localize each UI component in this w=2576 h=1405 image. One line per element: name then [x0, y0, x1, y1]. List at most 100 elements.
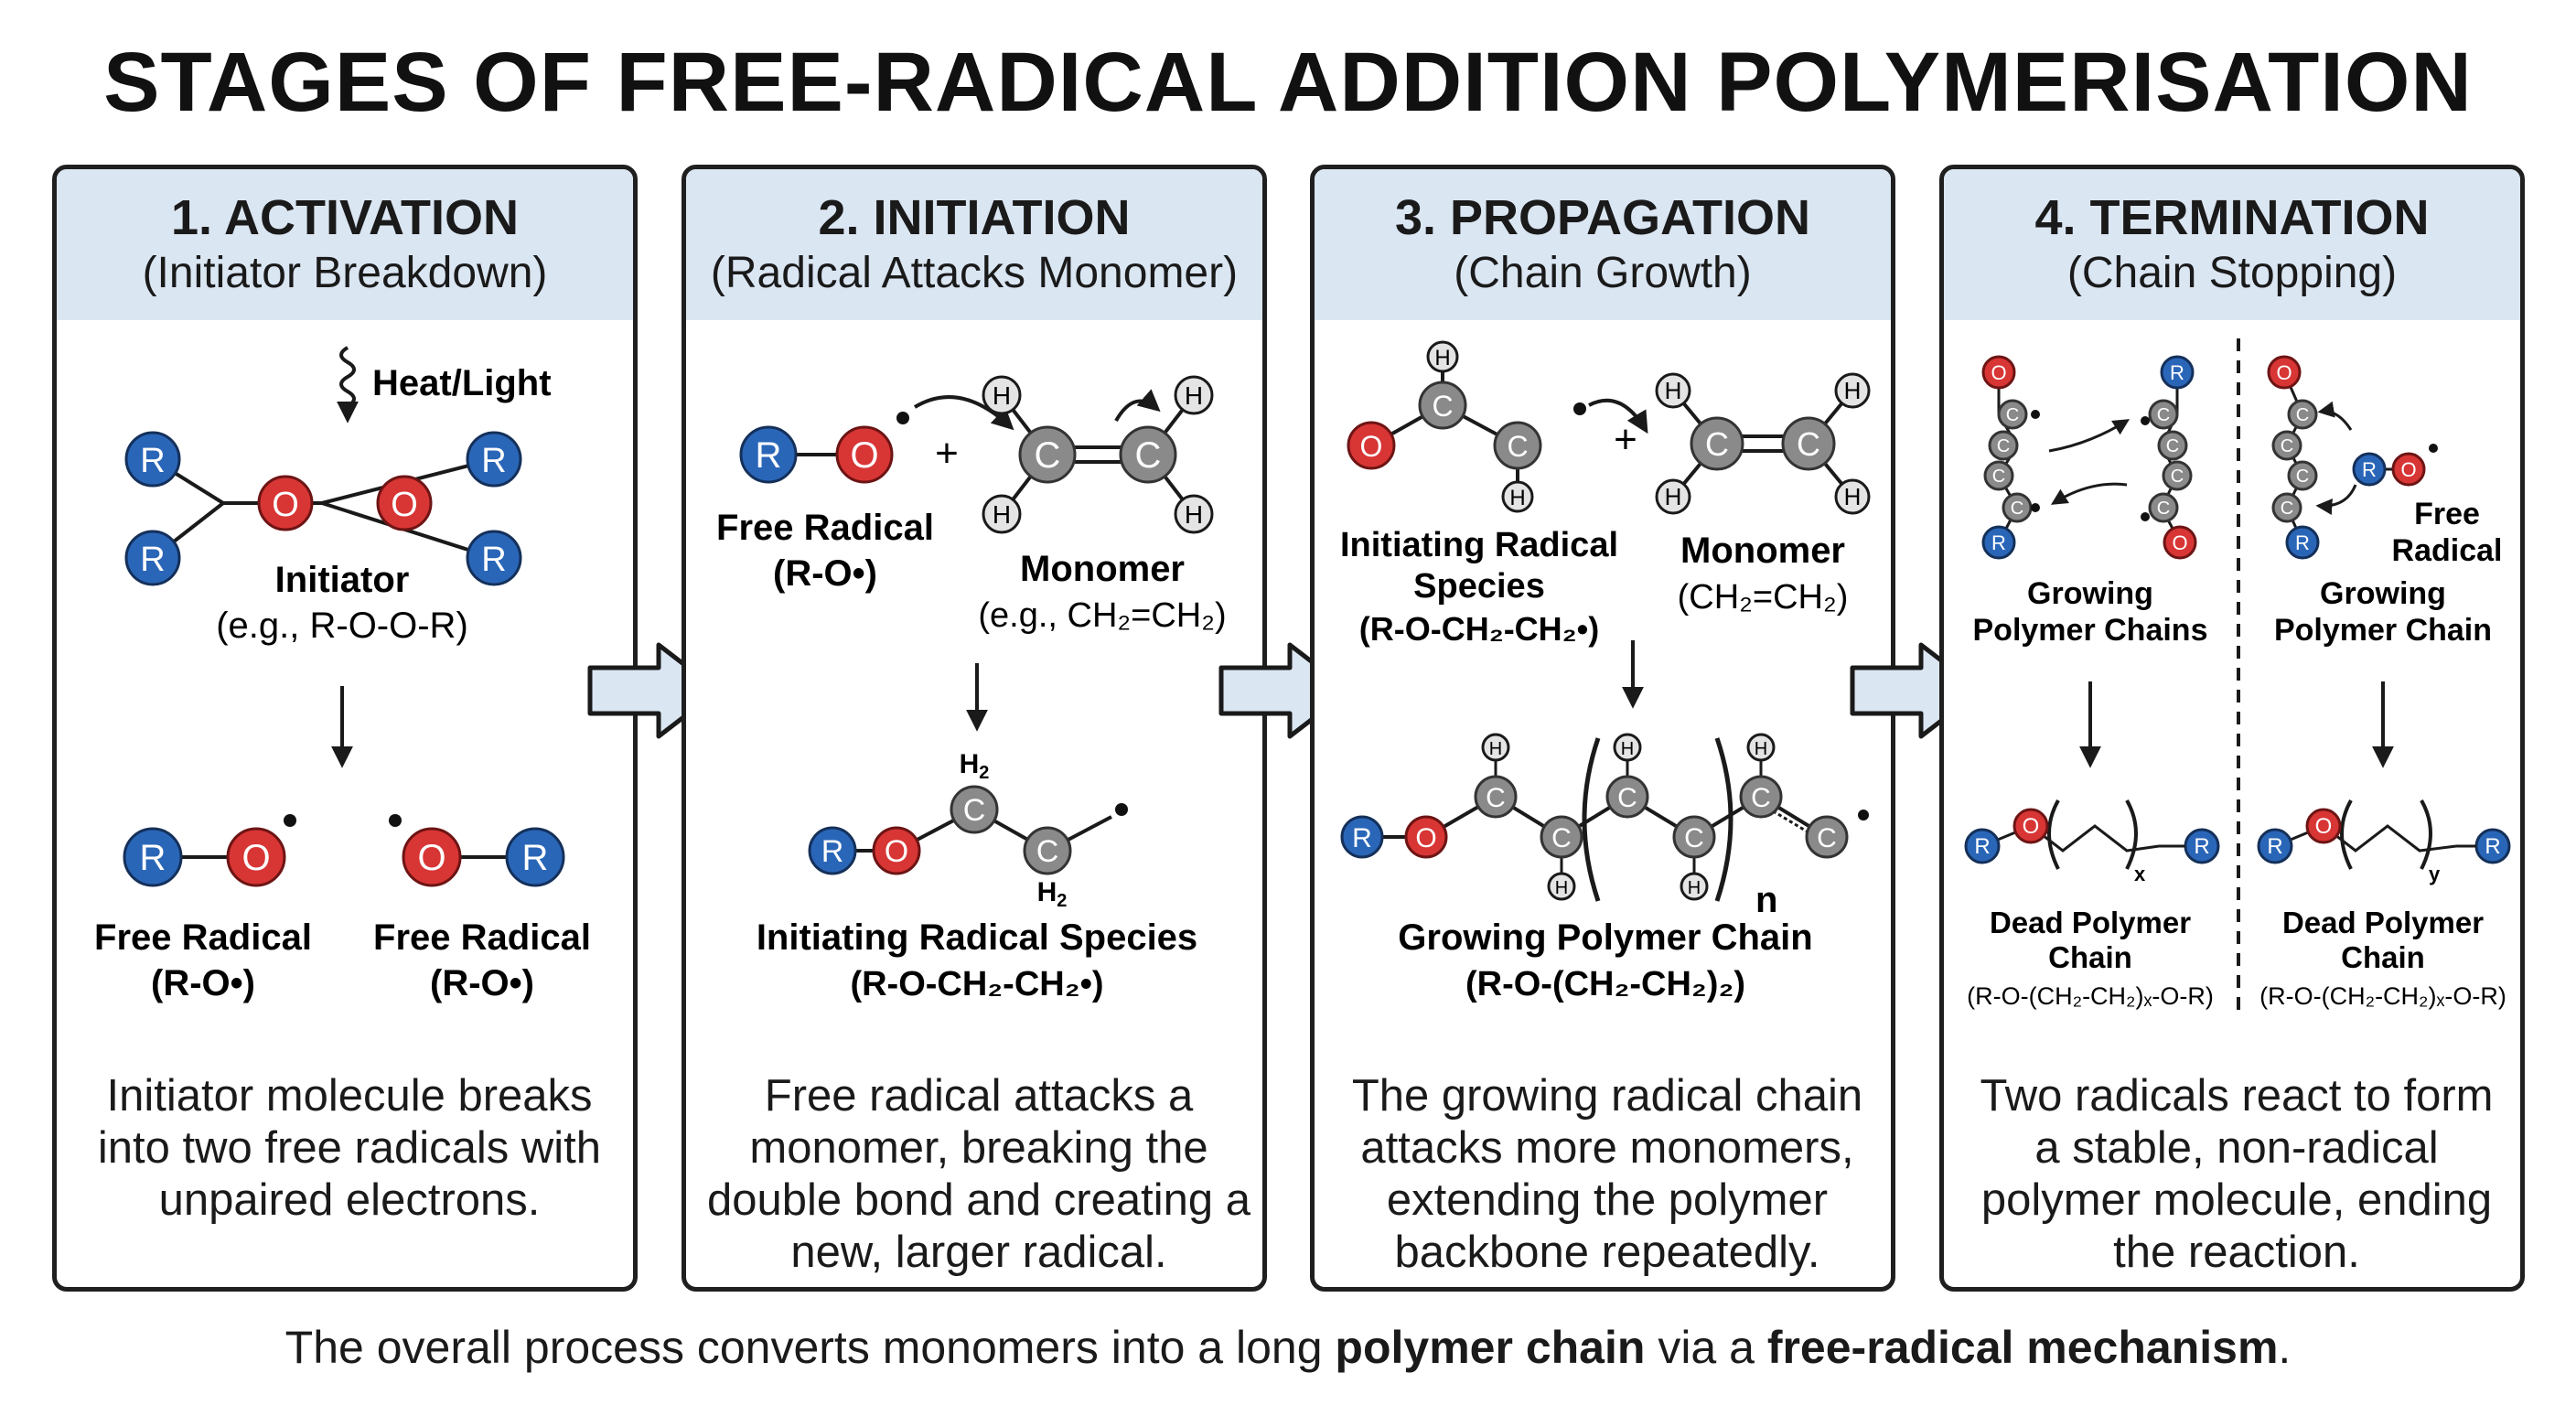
- svg-text:C: C: [2011, 499, 2023, 519]
- c-atom: C: [2148, 399, 2179, 430]
- plus-sign: +: [1614, 417, 1637, 462]
- dead-chain-label: Dead Polymer: [2282, 906, 2484, 939]
- monomer-example: (e.g., CH₂=CH₂): [978, 596, 1226, 635]
- panel-propagation: 3. PROPAGATION (Chain Growth) O C C H: [1310, 165, 1895, 1292]
- svg-text:R: R: [481, 541, 506, 579]
- heat-wave-icon: [337, 346, 359, 424]
- svg-text:R: R: [821, 834, 844, 869]
- radical-label: Free Radical: [373, 917, 591, 958]
- svg-text:R: R: [140, 838, 166, 878]
- c-atom: C: [1493, 421, 1542, 470]
- svg-text:C: C: [2296, 405, 2309, 425]
- plus-sign: +: [935, 431, 959, 476]
- o-atom: O: [835, 425, 894, 484]
- panel-subheading: (Chain Stopping): [2066, 249, 2398, 297]
- footer-text: .: [2278, 1322, 2292, 1373]
- r-atom: R: [739, 425, 798, 484]
- repeat-bracket: [1582, 737, 1601, 902]
- svg-text:C: C: [2171, 467, 2184, 487]
- panel-subheading: (Radical Attacks Monomer): [710, 249, 1239, 297]
- repeat-subscript: y: [2429, 863, 2441, 885]
- svg-text:H: H: [1555, 878, 1568, 898]
- chains-label: Polymer Chains: [1973, 613, 2208, 648]
- panel-header: 1. ACTIVATION (Initiator Breakdown): [57, 169, 633, 320]
- svg-text:O: O: [2023, 814, 2040, 839]
- panel-description: Initiator molecule breaks into two free …: [97, 1071, 602, 1225]
- repeat-bracket: [2047, 799, 2060, 870]
- svg-text:R: R: [1991, 531, 2006, 554]
- svg-text:H: H: [1185, 381, 1203, 410]
- panel-description: The growing radical chain attacks more m…: [1351, 1071, 1863, 1277]
- electron-arrow-icon: [2050, 482, 2128, 505]
- c-atom: C: [1672, 815, 1716, 859]
- r-atom: R: [505, 827, 565, 887]
- h-atom: H: [982, 375, 1022, 415]
- c-atom: C: [1474, 775, 1518, 819]
- r-atom: R: [1981, 525, 2016, 560]
- unpaired-electron-dot: [2141, 416, 2150, 425]
- page-title: STAGES OF FREE-RADICAL ADDITION POLYMERI…: [103, 36, 2473, 129]
- svg-text:R: R: [2485, 834, 2500, 859]
- repeat-bracket: [2420, 799, 2432, 870]
- o-atom: O: [226, 827, 286, 887]
- o-atom: O: [1981, 355, 2016, 390]
- panel-header: 3. PROPAGATION (Chain Growth): [1315, 169, 1891, 320]
- monomer-label: Monomer: [1680, 531, 1845, 571]
- panel-description: Free radical attacks a monomer, breaking…: [707, 1071, 1250, 1277]
- footer-summary: The overall process converts monomers in…: [0, 1321, 2576, 1374]
- svg-text:C: C: [1551, 823, 1572, 853]
- repeat-bracket: [1714, 737, 1733, 902]
- svg-text:R: R: [2295, 531, 2310, 554]
- svg-text:C: C: [2281, 499, 2293, 519]
- unpaired-electron-dot: [2031, 503, 2040, 512]
- unpaired-electron-dot: [2429, 444, 2438, 453]
- h-atom: H: [1481, 733, 1510, 762]
- panel-header: 2. INITIATION (Radical Attacks Monomer): [686, 169, 1262, 320]
- o-atom: O: [2012, 808, 2049, 844]
- svg-text:O: O: [850, 435, 878, 476]
- repeat-n: n: [1755, 880, 1777, 920]
- radical-formula: (R-O•): [430, 963, 534, 1003]
- product-formula: (R-O-CH₂-CH₂•): [850, 965, 1103, 1003]
- c-atom: C: [2271, 492, 2302, 523]
- panel-activation: 1. ACTIVATION (Initiator Breakdown) Heat…: [52, 165, 638, 1292]
- panel-heading: 4. TERMINATION: [2034, 190, 2430, 245]
- r-atom: R: [2257, 828, 2293, 864]
- svg-text:R: R: [2362, 458, 2377, 481]
- c-atom: C: [1997, 399, 2028, 430]
- h-atom: H: [1746, 733, 1776, 762]
- c-atom: C: [1983, 460, 2014, 491]
- svg-text:C: C: [1705, 425, 1729, 463]
- electron-arrow-icon: [913, 395, 1014, 431]
- chains-label: Growing: [2027, 576, 2153, 611]
- dead-chain-label: Chain: [2048, 940, 2132, 974]
- dead-chain-label: Chain: [2341, 940, 2425, 974]
- svg-text:H: H: [993, 381, 1011, 410]
- h-atom: H: [1174, 494, 1214, 534]
- o-atom: O: [1404, 815, 1448, 859]
- svg-text:R: R: [756, 435, 782, 476]
- r-atom: R: [2474, 828, 2511, 864]
- r-atom: R: [2160, 355, 2195, 390]
- svg-text:H: H: [993, 500, 1011, 529]
- propagation-diagram: O C C H H + H: [1340, 340, 1871, 1003]
- panel-heading: 2. INITIATION: [818, 190, 1131, 245]
- o-atom: O: [2305, 808, 2342, 844]
- species-label: Species: [1413, 567, 1545, 606]
- unpaired-electron-dot: [284, 814, 296, 827]
- species-label: Initiating Radical: [1340, 526, 1618, 564]
- initiator-example: (e.g., R-O-O-R): [216, 606, 468, 646]
- c-atom: C: [2162, 460, 2193, 491]
- h-atom: H: [1680, 872, 1709, 901]
- svg-text:C: C: [1036, 834, 1059, 869]
- panel-subheading: (Chain Growth): [1454, 249, 1752, 297]
- footer-emphasis: free-radical mechanism: [1766, 1322, 2279, 1373]
- c-atom: C: [1988, 430, 2019, 461]
- radical-formula: (R-O•): [773, 553, 877, 594]
- o-atom: O: [2391, 452, 2426, 487]
- repeat-subscript: x: [2134, 863, 2146, 885]
- radical-label: Free Radical: [716, 508, 934, 548]
- svg-text:O: O: [2172, 531, 2187, 554]
- c-atom: C: [1119, 425, 1177, 484]
- c-atom: C: [2148, 492, 2179, 523]
